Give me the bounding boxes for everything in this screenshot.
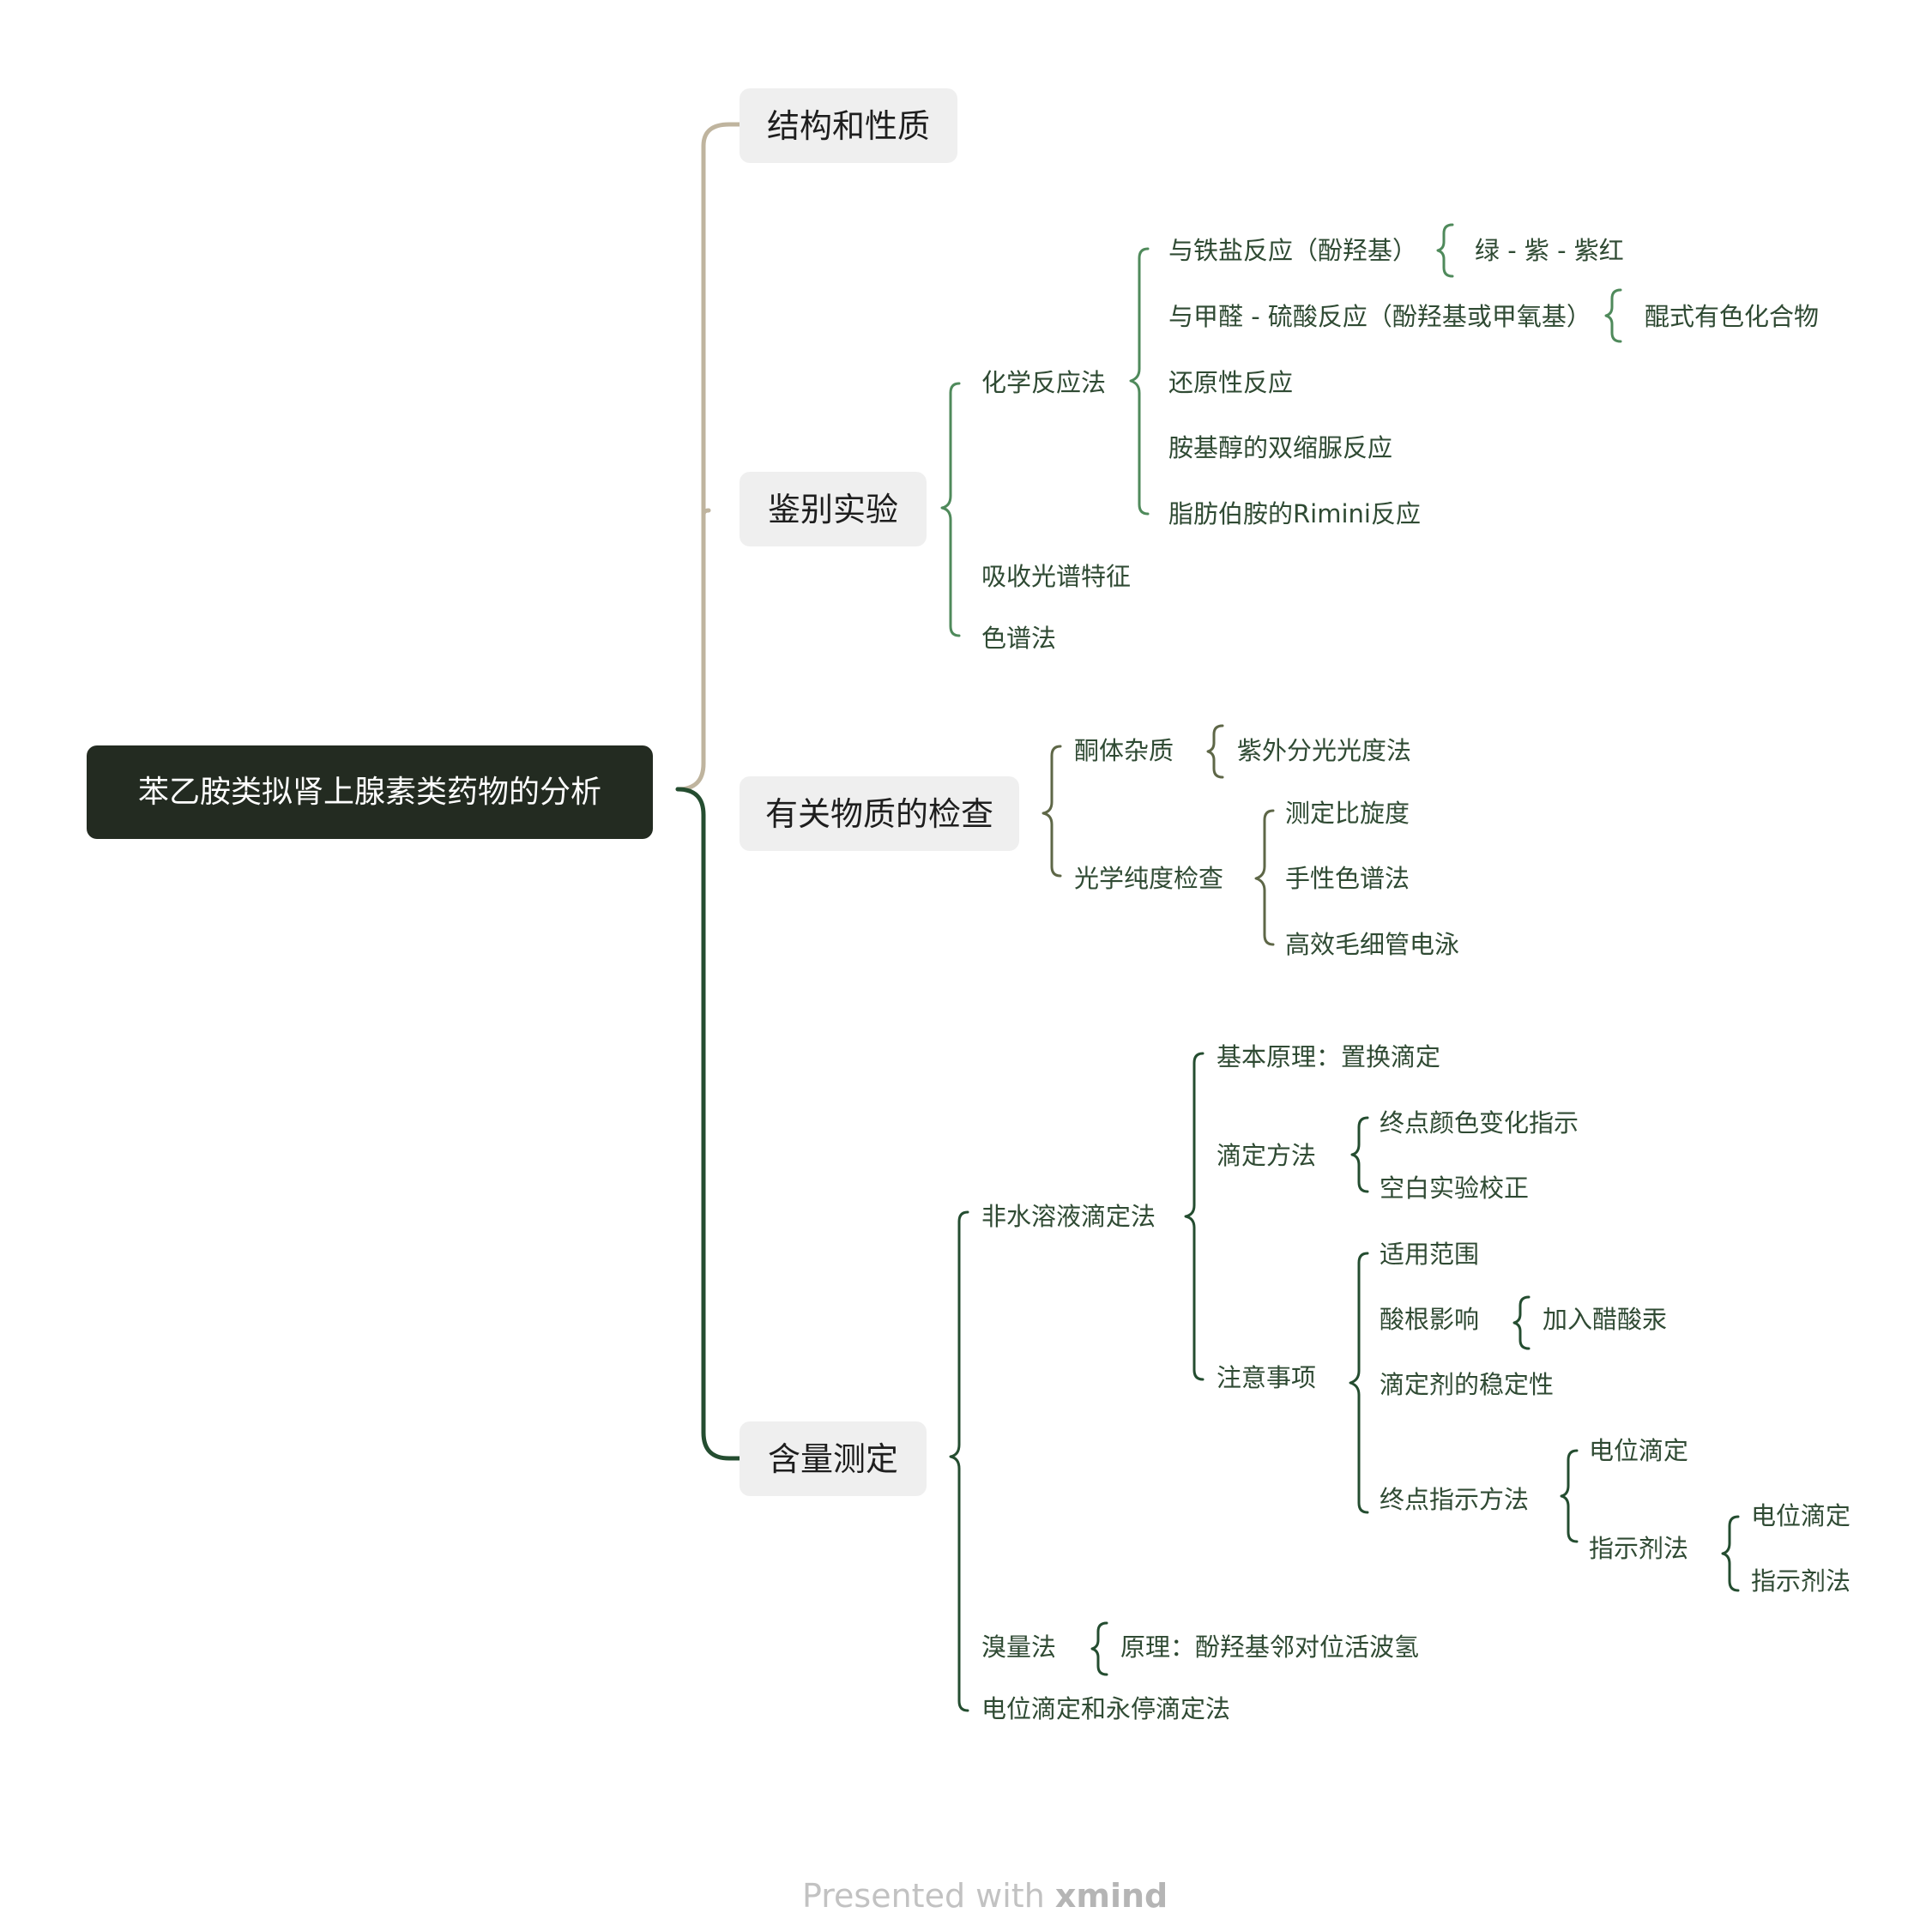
footer-credit: Presented with xmind <box>802 1877 1168 1915</box>
topic-chromatography[interactable]: 色谱法 <box>981 624 1057 653</box>
topic-iron-color[interactable]: 绿 - 紫 - 紫红 <box>1475 236 1624 265</box>
branch-structure[interactable]: 结构和性质 <box>740 88 957 163</box>
connector-structure <box>675 122 742 792</box>
branch-identify[interactable]: 鉴别实验 <box>740 472 927 546</box>
topic-uv[interactable]: 紫外分光光度法 <box>1237 736 1412 765</box>
topic-endpoint-methods[interactable]: 终点指示方法 <box>1380 1485 1530 1514</box>
topic-acid-effect[interactable]: 酸根影响 <box>1380 1305 1480 1334</box>
topic-titration-method[interactable]: 滴定方法 <box>1217 1141 1317 1170</box>
topic-chemical-reaction[interactable]: 化学反应法 <box>981 368 1107 397</box>
topic-scope[interactable]: 适用范围 <box>1380 1240 1480 1269</box>
topic-nonaqueous[interactable]: 非水溶液滴定法 <box>981 1202 1156 1231</box>
branch-related[interactable]: 有关物质的检查 <box>740 776 1019 851</box>
topic-indicator-2[interactable]: 指示剂法 <box>1751 1566 1851 1596</box>
related-connectors <box>1041 724 1275 946</box>
root-connectors <box>675 122 742 1461</box>
topic-blank[interactable]: 空白实验校正 <box>1380 1174 1530 1203</box>
topic-quinone[interactable]: 醌式有色化合物 <box>1645 302 1820 331</box>
topic-ketone[interactable]: 酮体杂质 <box>1074 736 1174 765</box>
topic-reduction[interactable]: 还原性反应 <box>1168 368 1294 397</box>
topic-stability[interactable]: 滴定剂的稳定性 <box>1380 1370 1555 1399</box>
identify-connectors <box>940 223 1622 637</box>
topic-formaldehyde[interactable]: 与甲醛 - 硫酸反应（酚羟基或甲氧基） <box>1168 302 1591 331</box>
topic-bromine[interactable]: 溴量法 <box>981 1632 1057 1662</box>
topic-potentiometric-2[interactable]: 电位滴定 <box>1751 1501 1851 1530</box>
topic-indicator-1[interactable]: 指示剂法 <box>1589 1534 1689 1563</box>
root-topic[interactable]: 苯乙胺类拟肾上腺素类药物的分析 <box>87 745 653 839</box>
topic-iron-salt[interactable]: 与铁盐反应（酚羟基） <box>1168 236 1418 265</box>
topic-mercury[interactable]: 加入醋酸汞 <box>1543 1305 1668 1334</box>
topic-chiral[interactable]: 手性色谱法 <box>1285 864 1410 893</box>
branch-assay[interactable]: 含量测定 <box>740 1421 927 1496</box>
connector-assay <box>675 787 742 1461</box>
topic-optical-purity[interactable]: 光学纯度检查 <box>1074 864 1224 893</box>
topic-biuret[interactable]: 胺基醇的双缩脲反应 <box>1168 433 1393 462</box>
topic-bromine-principle[interactable]: 原理：酚羟基邻对位活波氢 <box>1120 1632 1420 1662</box>
topic-endpoint-color[interactable]: 终点颜色变化指示 <box>1380 1108 1579 1138</box>
topic-absorption[interactable]: 吸收光谱特征 <box>981 562 1132 591</box>
footer-prefix: Presented with <box>802 1877 1045 1915</box>
xmind-logo: xmind <box>1054 1877 1168 1915</box>
topic-potentio-deadstop[interactable]: 电位滴定和永停滴定法 <box>981 1694 1231 1723</box>
topic-rotation[interactable]: 测定比旋度 <box>1285 799 1410 828</box>
connector-identify <box>701 508 711 517</box>
topic-principle[interactable]: 基本原理：置换滴定 <box>1217 1042 1441 1071</box>
topic-rimini[interactable]: 脂肪伯胺的Rimini反应 <box>1168 499 1421 528</box>
topic-notes[interactable]: 注意事项 <box>1217 1363 1317 1392</box>
topic-potentiometric-1[interactable]: 电位滴定 <box>1589 1436 1689 1465</box>
assay-connectors <box>949 1052 1740 1712</box>
topic-ce[interactable]: 高效毛细管电泳 <box>1285 930 1460 959</box>
